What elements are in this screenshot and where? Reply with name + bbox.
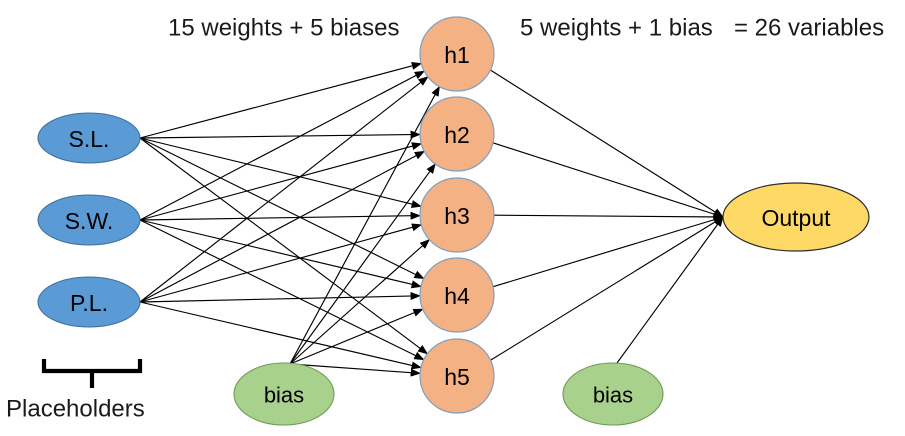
node-out[interactable]: Output [722, 182, 870, 252]
nodes-layer: S.L. S.W. P.L. h1 h2 h3 h4 h5 bias bias Output [37, 16, 870, 426]
edge [139, 137, 422, 208]
node-shape-sl [37, 112, 141, 164]
annotation-left: 15 weights + 5 biases [168, 15, 399, 42]
edge [289, 163, 436, 365]
node-bias2[interactable]: bias [562, 362, 664, 426]
edge [139, 211, 421, 221]
node-label-sl: S.L. [69, 126, 110, 152]
node-label-h2: h2 [444, 122, 470, 148]
node-shape-h1 [419, 16, 495, 92]
edges-bias-to-output [616, 216, 724, 364]
edge [139, 137, 429, 355]
edge [289, 85, 440, 365]
node-h3[interactable]: h3 [419, 177, 495, 253]
node-shape-h4 [419, 257, 495, 333]
edge [493, 212, 724, 221]
brace-shape [41, 359, 143, 374]
node-shape-bias1 [233, 362, 335, 426]
edge [289, 308, 424, 365]
node-label-bias2: bias [593, 383, 633, 408]
node-label-bias1: bias [264, 383, 304, 408]
edge [616, 216, 724, 364]
edge [139, 142, 423, 221]
node-shape-h5 [419, 338, 495, 414]
edge [139, 301, 422, 370]
edges-bias-to-hidden [289, 85, 440, 377]
node-sw[interactable]: S.W. [37, 194, 141, 246]
edge [139, 219, 422, 289]
node-shape-h3 [419, 177, 495, 253]
node-pl[interactable]: P.L. [37, 276, 141, 328]
node-shape-bias2 [562, 362, 664, 426]
edge [289, 239, 431, 365]
node-bias1[interactable]: bias [233, 362, 335, 426]
node-label-h4: h4 [444, 283, 470, 309]
annotation-right: = 26 variables [734, 15, 884, 42]
edge [139, 219, 425, 361]
edge [492, 215, 724, 288]
edge [492, 142, 724, 218]
node-label-pl: P.L. [70, 290, 108, 316]
node-h1[interactable]: h1 [419, 16, 495, 92]
edge [289, 363, 422, 377]
edge [139, 137, 425, 280]
node-h2[interactable]: h2 [419, 96, 495, 172]
edge [490, 216, 724, 361]
node-h5[interactable]: h5 [419, 338, 495, 414]
node-h4[interactable]: h4 [419, 257, 495, 333]
edge [139, 223, 423, 303]
placeholders-label: Placeholders [6, 396, 145, 423]
node-shape-sw [37, 194, 141, 246]
node-shape-pl [37, 276, 141, 328]
node-label-h1: h1 [444, 42, 470, 68]
edge [139, 292, 421, 303]
edge [139, 130, 421, 139]
placeholders-brace [41, 359, 143, 388]
edge [139, 62, 423, 139]
annotation-middle: 5 weights + 1 bias [520, 15, 713, 42]
node-label-out: Output [761, 205, 831, 231]
node-sl[interactable]: S.L. [37, 112, 141, 164]
edges-input-to-hidden [139, 62, 429, 370]
edge [139, 150, 426, 303]
edge [139, 70, 426, 221]
node-shape-out [722, 182, 870, 252]
edges-hidden-to-output [490, 69, 724, 361]
node-label-h3: h3 [444, 203, 470, 229]
edge [490, 69, 724, 218]
node-label-sw: S.W. [65, 208, 114, 234]
edge [139, 76, 429, 303]
node-shape-h2 [419, 96, 495, 172]
node-label-h5: h5 [444, 364, 470, 390]
